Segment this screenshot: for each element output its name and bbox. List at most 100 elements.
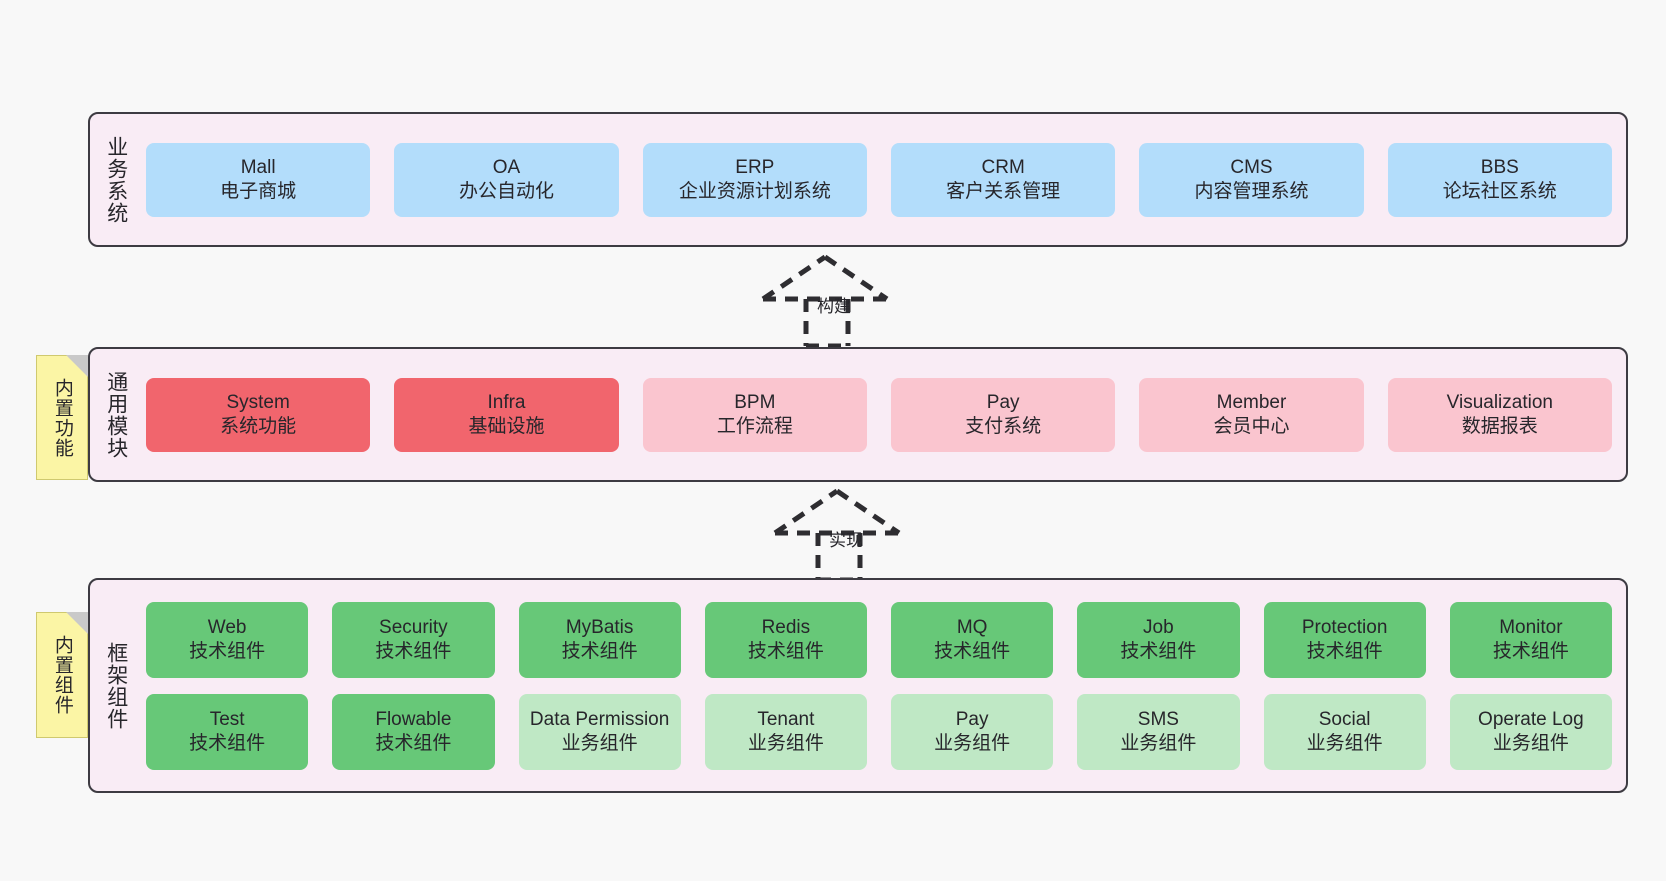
node-member[interactable]: Member 会员中心	[1139, 377, 1364, 452]
connector-implement: 实现	[772, 488, 922, 583]
node-security-name: Security	[379, 617, 448, 639]
node-tenant-name: Tenant	[757, 709, 815, 731]
node-operate-log-name: Operate Log	[1478, 709, 1584, 731]
layer-common-modules-body: System 系统功能 Infra 基础设施 BPM 工作流程 Pay 支付系统…	[142, 349, 1626, 480]
node-data-permission[interactable]: Data Permission 业务组件	[518, 693, 681, 770]
node-bpm[interactable]: BPM 工作流程	[642, 377, 867, 452]
node-member-name: Member	[1216, 392, 1287, 414]
framework-components-row-technical: Web 技术组件 Security 技术组件 MyBatis 技术组件 Redi…	[146, 601, 1612, 678]
common-modules-row: System 系统功能 Infra 基础设施 BPM 工作流程 Pay 支付系统…	[146, 377, 1612, 452]
node-bbs-sub: 论坛社区系统	[1442, 180, 1557, 202]
connector-implement-arrowhead-left	[773, 488, 839, 536]
node-crm[interactable]: CRM 客户关系管理	[890, 142, 1116, 217]
node-pay-module-name: Pay	[986, 392, 1020, 414]
note-builtin-functions: 内置功能	[36, 355, 88, 480]
node-pay-component-name: Pay	[955, 709, 989, 731]
layer-business-systems-body: Mall 电子商城 OA 办公自动化 ERP 企业资源计划系统 CRM 客户关系…	[142, 114, 1626, 245]
node-security[interactable]: Security 技术组件	[332, 601, 495, 678]
node-monitor[interactable]: Monitor 技术组件	[1449, 601, 1612, 678]
layer-framework-components-body: Web 技术组件 Security 技术组件 MyBatis 技术组件 Redi…	[142, 580, 1626, 791]
node-flowable[interactable]: Flowable 技术组件	[332, 693, 495, 770]
node-operate-log[interactable]: Operate Log 业务组件	[1449, 693, 1612, 770]
node-flowable-name: Flowable	[375, 709, 452, 731]
node-pay-module-sub: 支付系统	[965, 415, 1042, 437]
node-web[interactable]: Web 技术组件	[146, 601, 309, 678]
node-social[interactable]: Social 业务组件	[1263, 693, 1426, 770]
business-systems-row: Mall 电子商城 OA 办公自动化 ERP 企业资源计划系统 CRM 客户关系…	[146, 142, 1612, 217]
node-social-name: Social	[1318, 709, 1371, 731]
connector-build-arrowhead-right	[823, 254, 889, 302]
node-flowable-sub: 技术组件	[375, 732, 452, 754]
node-pay-module[interactable]: Pay 支付系统	[890, 377, 1116, 452]
node-cms[interactable]: CMS 内容管理系统	[1139, 142, 1364, 217]
node-monitor-sub: 技术组件	[1492, 640, 1569, 662]
node-job-sub: 技术组件	[1120, 640, 1197, 662]
node-erp-sub: 企业资源计划系统	[678, 180, 831, 202]
node-system-name: System	[226, 392, 290, 414]
node-visualization-name: Visualization	[1446, 392, 1553, 414]
node-pay-component[interactable]: Pay 业务组件	[891, 693, 1054, 770]
node-crm-sub: 客户关系管理	[946, 180, 1061, 202]
node-crm-name: CRM	[981, 157, 1025, 179]
node-mall-name: Mall	[240, 157, 276, 179]
node-mq[interactable]: MQ 技术组件	[891, 601, 1054, 678]
connector-build-arrowhead-left	[761, 254, 827, 302]
node-monitor-name: Monitor	[1499, 617, 1563, 639]
layer-business-systems: 业务系统 Mall 电子商城 OA 办公自动化 ERP 企业资源计划系统 CRM…	[88, 112, 1628, 247]
node-pay-component-sub: 业务组件	[934, 732, 1011, 754]
node-web-name: Web	[207, 617, 247, 639]
node-member-sub: 会员中心	[1213, 415, 1290, 437]
node-oa[interactable]: OA 办公自动化	[394, 142, 619, 217]
node-mybatis[interactable]: MyBatis 技术组件	[518, 601, 681, 678]
node-cms-sub: 内容管理系统	[1194, 180, 1309, 202]
node-social-sub: 业务组件	[1306, 732, 1383, 754]
node-redis-sub: 技术组件	[747, 640, 824, 662]
node-job[interactable]: Job 技术组件	[1077, 601, 1240, 678]
layer-business-systems-title: 业务系统	[104, 135, 128, 224]
node-redis-name: Redis	[761, 617, 811, 639]
connector-implement-label: 实现	[829, 531, 863, 550]
node-redis[interactable]: Redis 技术组件	[704, 601, 867, 678]
node-mybatis-sub: 技术组件	[561, 640, 638, 662]
node-protection-name: Protection	[1301, 617, 1388, 639]
node-mall[interactable]: Mall 电子商城	[146, 142, 371, 217]
node-bpm-name: BPM	[734, 392, 776, 414]
node-tenant-sub: 业务组件	[747, 732, 824, 754]
node-visualization[interactable]: Visualization 数据报表	[1387, 377, 1612, 452]
node-mq-name: MQ	[956, 617, 988, 639]
node-erp[interactable]: ERP 企业资源计划系统	[642, 142, 867, 217]
node-oa-sub: 办公自动化	[458, 180, 554, 202]
node-bbs-name: BBS	[1480, 157, 1519, 179]
node-test-sub: 技术组件	[189, 732, 266, 754]
layer-framework-components: 框架组件 Web 技术组件 Security 技术组件 MyBatis 技术组件…	[88, 578, 1628, 793]
connector-implement-arrowhead-right	[835, 488, 901, 536]
node-visualization-sub: 数据报表	[1461, 415, 1538, 437]
node-test[interactable]: Test 技术组件	[146, 693, 309, 770]
node-web-sub: 技术组件	[189, 640, 266, 662]
node-operate-log-sub: 业务组件	[1492, 732, 1569, 754]
node-oa-name: OA	[492, 157, 521, 179]
node-infra[interactable]: Infra 基础设施	[394, 377, 619, 452]
node-protection[interactable]: Protection 技术组件	[1263, 601, 1426, 678]
node-security-sub: 技术组件	[375, 640, 452, 662]
node-job-name: Job	[1143, 617, 1174, 639]
node-data-permission-name: Data Permission	[529, 709, 670, 731]
framework-components-row-business: Test 技术组件 Flowable 技术组件 Data Permission …	[146, 693, 1612, 770]
node-bpm-sub: 工作流程	[716, 415, 793, 437]
node-tenant[interactable]: Tenant 业务组件	[704, 693, 867, 770]
node-erp-name: ERP	[735, 157, 775, 179]
node-infra-name: Infra	[487, 392, 526, 414]
note-builtin-components: 内置组件	[36, 612, 88, 738]
node-system-sub: 系统功能	[220, 415, 297, 437]
node-mall-sub: 电子商城	[220, 180, 297, 202]
node-mq-sub: 技术组件	[934, 640, 1011, 662]
node-sms-sub: 业务组件	[1120, 732, 1197, 754]
layer-framework-components-title: 框架组件	[104, 641, 128, 730]
node-sms[interactable]: SMS 业务组件	[1077, 693, 1240, 770]
node-bbs[interactable]: BBS 论坛社区系统	[1387, 142, 1612, 217]
node-system[interactable]: System 系统功能	[146, 377, 371, 452]
layer-common-modules-title: 通用模块	[104, 370, 128, 459]
node-cms-name: CMS	[1230, 157, 1273, 179]
node-data-permission-sub: 业务组件	[561, 732, 638, 754]
